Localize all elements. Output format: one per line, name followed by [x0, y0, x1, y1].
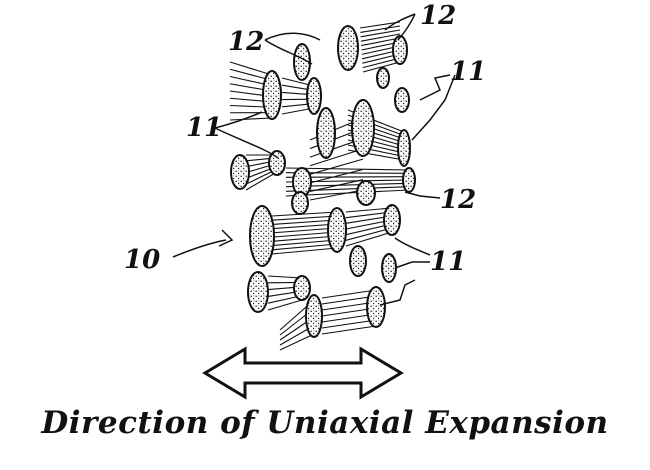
- fibril-line: [229, 61, 273, 76]
- fibril-line: [321, 325, 377, 335]
- label-10: 10: [124, 245, 160, 275]
- fibril-line: [271, 215, 338, 221]
- node: [306, 77, 322, 115]
- nodes: [230, 25, 416, 338]
- label-11-right-lower: 11: [430, 247, 466, 277]
- fibril-line: [362, 61, 401, 73]
- node: [392, 35, 408, 65]
- fibril-line: [321, 295, 377, 305]
- fibril-line: [360, 25, 401, 33]
- node: [293, 275, 311, 301]
- label-12-right-middle: 12: [440, 185, 476, 215]
- label-11-left: 11: [186, 113, 222, 143]
- fibril-line: [360, 29, 401, 38]
- fibril-line: [321, 289, 377, 299]
- fibril-line: [360, 33, 401, 42]
- node: [291, 191, 309, 215]
- fibril-line: [361, 37, 401, 47]
- node: [376, 67, 390, 89]
- node: [247, 271, 269, 313]
- node: [249, 205, 275, 267]
- fibril-line: [245, 171, 278, 191]
- label-11-right-upper: 11: [450, 57, 486, 87]
- fibril-line: [279, 333, 315, 351]
- fibril-line: [229, 117, 273, 121]
- node: [316, 107, 336, 159]
- figure-caption: Direction of Uniaxial Expansion: [41, 405, 609, 441]
- node: [394, 87, 410, 113]
- fibril-line: [285, 167, 410, 171]
- fibril-line: [321, 319, 377, 329]
- fibril-line: [271, 219, 338, 225]
- fibril-line: [345, 231, 393, 247]
- fibril-line: [271, 223, 338, 230]
- node: [383, 204, 401, 236]
- node: [262, 70, 282, 120]
- fibril-line: [309, 158, 364, 175]
- node: [397, 129, 411, 167]
- fibril-line: [309, 168, 364, 184]
- node: [381, 253, 397, 283]
- node: [337, 25, 359, 71]
- node: [366, 286, 386, 328]
- fibril-line: [271, 231, 338, 238]
- fibril-line: [309, 148, 364, 167]
- fibril-line: [271, 211, 338, 217]
- leader-lines: [172, 13, 456, 306]
- node: [356, 180, 376, 206]
- fibril-line: [345, 207, 393, 213]
- label-12-top-right: 12: [420, 1, 456, 31]
- fibril-line: [267, 275, 303, 279]
- label-12-top-left: 12: [228, 27, 264, 57]
- expansion-arrow: [202, 346, 404, 400]
- node: [351, 99, 375, 157]
- fibril-line: [271, 239, 338, 247]
- node: [327, 207, 347, 253]
- node: [402, 167, 416, 193]
- fibril-line: [271, 227, 338, 234]
- fibril-line: [362, 57, 401, 69]
- node: [268, 150, 286, 176]
- fibril-line: [267, 299, 303, 311]
- fibril-line: [271, 247, 338, 255]
- fibril-line: [271, 243, 338, 251]
- fibril-line: [345, 227, 393, 241]
- node: [349, 245, 367, 277]
- reference-numerals: 12 12 11 11 12 10 11: [124, 1, 486, 277]
- fibril-line: [271, 235, 338, 242]
- fibril-line: [309, 189, 364, 201]
- node: [305, 294, 323, 338]
- fibril-line: [359, 21, 401, 29]
- node: [230, 154, 250, 190]
